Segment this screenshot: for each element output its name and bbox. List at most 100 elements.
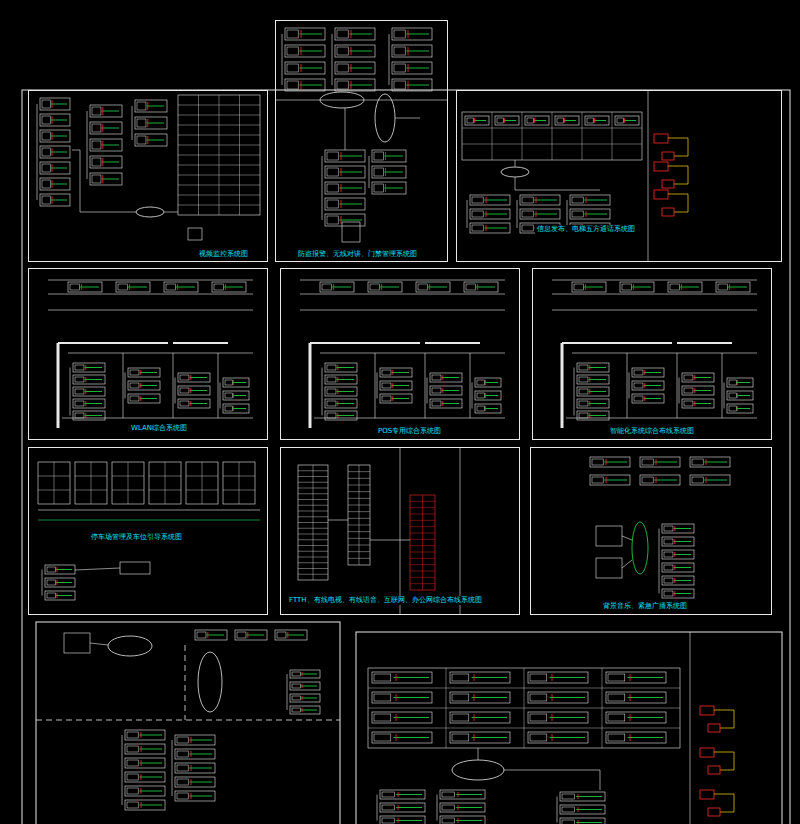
equipment-box (662, 576, 694, 585)
wire (301, 686, 317, 687)
wire (485, 393, 486, 398)
device-symbol (452, 734, 469, 741)
equipment-box (135, 100, 167, 112)
wire (578, 794, 579, 799)
wire (139, 735, 162, 736)
device-symbol (127, 802, 138, 808)
device-symbol (42, 100, 50, 108)
wire (458, 805, 459, 810)
equipment-box (372, 166, 406, 178)
wire (147, 123, 164, 124)
panel-frame (356, 632, 782, 824)
wire (408, 47, 409, 55)
equipment-box (690, 475, 730, 485)
wire (275, 100, 448, 101)
wire (659, 529, 660, 594)
equipment-box (450, 732, 510, 743)
device-symbol (442, 818, 455, 823)
equipment-box (40, 162, 70, 174)
wire (385, 168, 386, 176)
network-cloud (198, 652, 222, 712)
device-symbol (292, 696, 300, 700)
wire (36, 720, 340, 721)
wire (408, 81, 409, 89)
wire (396, 734, 397, 741)
network-cloud (501, 167, 529, 177)
equipment-box (290, 694, 320, 702)
device-symbol (522, 211, 533, 217)
wire (339, 188, 362, 189)
wire (102, 158, 103, 166)
wire (442, 390, 459, 391)
wire (351, 30, 352, 38)
wire (674, 580, 691, 581)
device-symbol (127, 746, 138, 752)
wire (406, 51, 429, 52)
wire (51, 152, 67, 153)
wire (552, 734, 553, 741)
device-symbol (180, 388, 189, 393)
wire (437, 795, 438, 821)
wire (190, 401, 191, 406)
wire (484, 214, 507, 215)
wire (102, 111, 119, 112)
device-symbol (670, 284, 680, 290)
device-symbol (127, 788, 138, 794)
wire (442, 377, 459, 378)
wire (299, 34, 322, 35)
device-symbol (608, 714, 625, 721)
device-symbol (382, 370, 391, 375)
network-cloud (452, 760, 504, 780)
wire (190, 388, 191, 393)
wire (337, 365, 338, 370)
equipment-box (668, 282, 702, 292)
equipment-box (325, 399, 357, 408)
wire (564, 118, 565, 123)
wire (328, 520, 348, 521)
wire (674, 567, 691, 568)
equipment-box (606, 732, 666, 743)
wire (674, 578, 675, 583)
wire (51, 200, 67, 201)
equipment-box (632, 368, 664, 377)
wire (384, 172, 403, 173)
device-symbol (287, 47, 298, 55)
device-symbol (42, 132, 50, 140)
wire (141, 774, 142, 780)
wire (52, 196, 53, 204)
wire (550, 697, 585, 698)
device-symbol (292, 672, 300, 676)
wire (722, 353, 723, 418)
wire (56, 595, 72, 596)
equipment-box (178, 373, 210, 382)
wire (557, 797, 558, 823)
wire (51, 184, 67, 185)
device-symbol (127, 774, 138, 780)
device-symbol (137, 102, 146, 110)
wire (91, 462, 92, 504)
device-symbol (442, 805, 455, 810)
wire (484, 382, 498, 383)
wire (674, 528, 691, 529)
wire (736, 408, 750, 409)
equipment-box (380, 790, 425, 799)
equipment-box (560, 805, 605, 814)
wire (139, 791, 162, 792)
wire (51, 136, 67, 137)
wire (189, 754, 212, 755)
wire (207, 632, 208, 638)
device-symbol (382, 396, 391, 401)
equipment-box (450, 692, 510, 703)
equipment-box (606, 712, 666, 723)
equipment-box (125, 786, 165, 796)
device-symbol (452, 694, 469, 701)
wire (190, 403, 207, 404)
wire (585, 284, 586, 290)
equipment-box (125, 800, 165, 810)
equipment-box (212, 282, 246, 292)
diagram-panel: 防盗报警、无线对讲、门禁管理系统图 (275, 20, 448, 262)
device-symbol (42, 180, 50, 188)
panel-title: 防盗报警、无线对讲、门禁管理系统图 (296, 250, 419, 259)
equipment-box (662, 524, 694, 533)
wire (81, 284, 82, 290)
